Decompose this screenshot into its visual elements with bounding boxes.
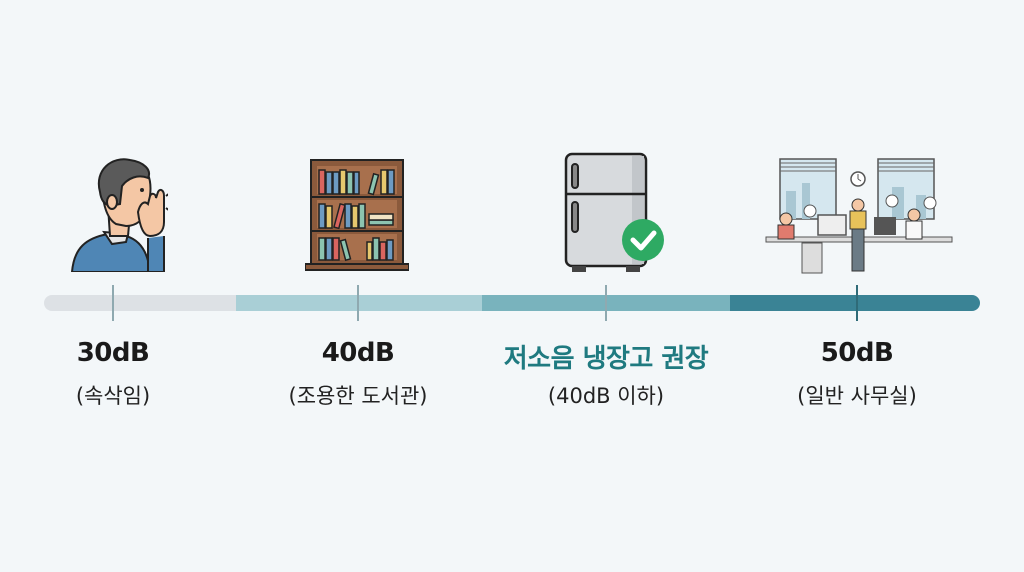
office-scene-icon (765, 158, 953, 274)
sublabel-30db: (속삭임) (75, 384, 151, 408)
label-40db: 40dB (321, 338, 395, 368)
whispering-person-icon (70, 158, 168, 272)
segment-40db (236, 295, 482, 311)
tick-30db (112, 285, 114, 321)
label-recommended: 저소음 냉장고 권장 (503, 344, 709, 374)
label-30db: 30dB (76, 338, 150, 368)
tick-40db (357, 285, 359, 321)
bookshelf-icon (305, 159, 409, 271)
segment-30db (44, 295, 236, 311)
segment-50db (730, 295, 980, 311)
sublabel-recommended: (40dB 이하) (547, 384, 665, 408)
tick-50db (856, 285, 858, 321)
refrigerator-check-icon (564, 152, 664, 272)
sublabel-40db: (조용한 도서관) (288, 384, 428, 408)
sublabel-50db: (일반 사무실) (797, 384, 917, 408)
tick-recommended (605, 285, 607, 321)
label-50db: 50dB (820, 338, 894, 368)
